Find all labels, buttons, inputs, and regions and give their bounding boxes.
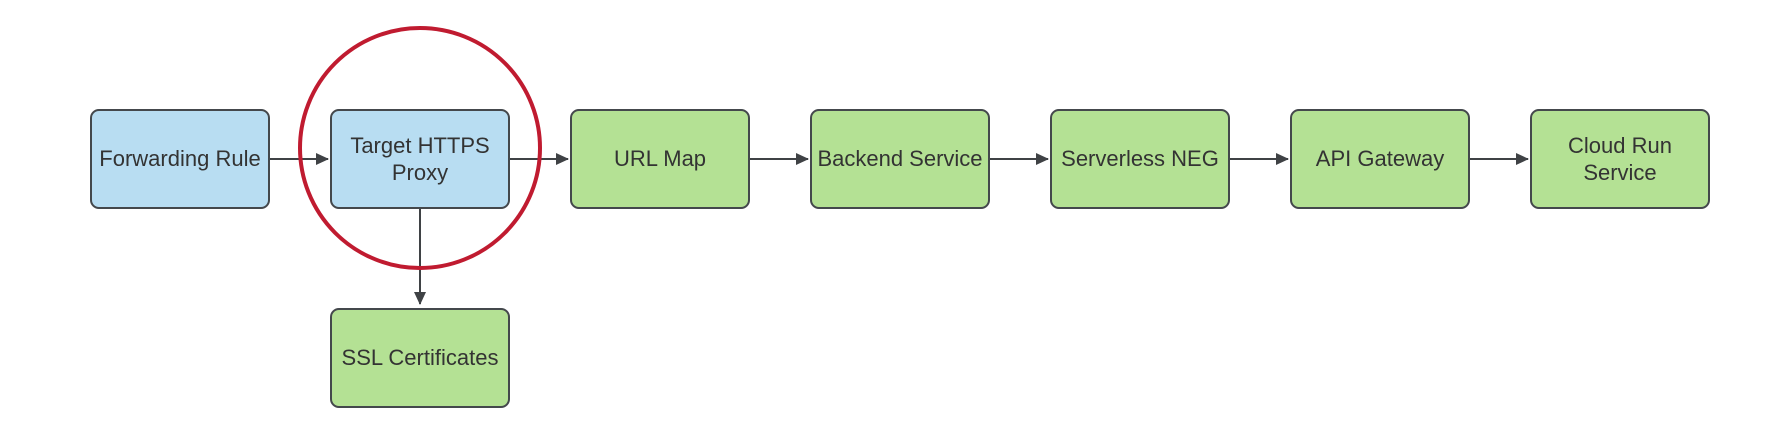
node-label: Backend Service: [817, 146, 983, 172]
node-ssl-certificates: SSL Certificates: [330, 308, 510, 408]
node-label: SSL Certificates: [341, 345, 499, 371]
node-url-map: URL Map: [570, 109, 750, 209]
node-serverless-neg: Serverless NEG: [1050, 109, 1230, 209]
node-backend-service: Backend Service: [810, 109, 990, 209]
node-forwarding-rule: Forwarding Rule: [90, 109, 270, 209]
node-label: Target HTTPS Proxy: [350, 132, 490, 186]
node-label: Serverless NEG: [1061, 146, 1219, 172]
node-target-https-proxy: Target HTTPS Proxy: [330, 109, 510, 209]
node-label: API Gateway: [1315, 146, 1445, 172]
node-cloud-run-service: Cloud Run Service: [1530, 109, 1710, 209]
node-label: Forwarding Rule: [99, 146, 261, 172]
node-label: Cloud Run Service: [1568, 132, 1672, 186]
node-api-gateway: API Gateway: [1290, 109, 1470, 209]
node-label: URL Map: [613, 146, 707, 172]
